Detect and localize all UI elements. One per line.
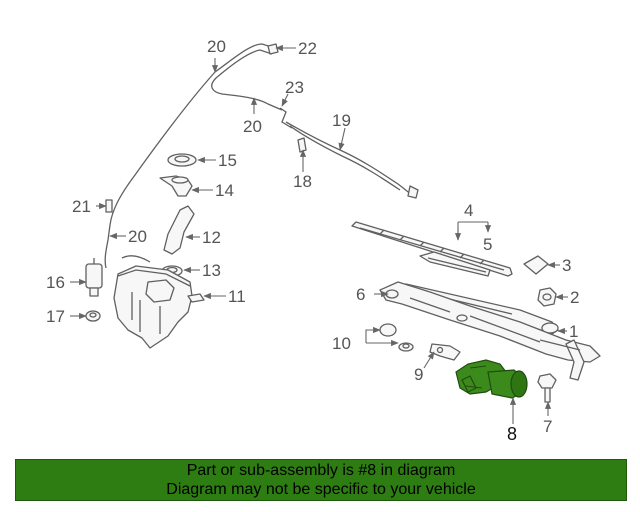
callout-2: 2 <box>570 288 579 307</box>
nozzle-18 <box>297 137 307 153</box>
filler-neck-12 <box>163 205 195 255</box>
washer-reservoir-11 <box>113 255 205 349</box>
callout-20-mid: 20 <box>243 117 262 136</box>
callout-10: 10 <box>332 334 351 353</box>
callout-6: 6 <box>356 285 365 304</box>
pivot-cap-3 <box>523 255 549 275</box>
washer-pump-16 <box>85 258 103 297</box>
callout-9: 9 <box>414 365 423 384</box>
callout-22: 22 <box>298 39 317 58</box>
gasket-15 <box>167 153 197 167</box>
pivot-nut-2 <box>537 287 557 307</box>
callout-17: 17 <box>46 307 65 326</box>
wiper-linkage-6 <box>379 281 601 381</box>
bushing-10 <box>379 323 414 352</box>
banner-line-2: Diagram may not be specific to your vehi… <box>166 481 476 498</box>
callout-19: 19 <box>332 111 351 130</box>
pump-seal-17 <box>85 310 101 322</box>
callout-15: 15 <box>218 151 237 170</box>
banner-line-1: Part or sub-assembly is #8 in diagram <box>186 462 456 479</box>
callout-20-top: 20 <box>207 37 226 56</box>
hose-joint-21 <box>105 199 113 213</box>
hose-connector-22 <box>267 43 279 55</box>
callout-13: 13 <box>202 261 221 280</box>
filler-cap-14 <box>159 175 193 197</box>
callout-20-low: 20 <box>128 227 147 246</box>
callout-5: 5 <box>483 235 492 254</box>
bracket-9 <box>429 343 461 361</box>
callout-16: 16 <box>46 273 65 292</box>
callout-7: 7 <box>543 417 552 436</box>
callout-3: 3 <box>562 256 571 275</box>
highlight-notice-banner: Part or sub-assembly is #8 in diagram Di… <box>15 459 627 501</box>
callout-18: 18 <box>293 172 312 191</box>
bolt-7 <box>537 373 557 403</box>
leader-lines <box>70 44 568 424</box>
washer-hose-19 <box>285 121 419 199</box>
callout-14: 14 <box>215 181 234 200</box>
wiper-motor-8 <box>455 359 528 399</box>
wiper-washer-parts-diagram: 20 22 23 20 19 18 15 14 21 20 12 13 16 1… <box>46 37 601 444</box>
callout-21: 21 <box>72 197 91 216</box>
callout-11: 11 <box>228 287 246 306</box>
callout-12: 12 <box>202 228 221 247</box>
callout-8: 8 <box>507 424 517 444</box>
callout-numbers: 20 22 23 20 19 18 15 14 21 20 12 13 16 1… <box>46 37 579 444</box>
callout-4: 4 <box>464 201 473 220</box>
callout-1: 1 <box>569 322 578 341</box>
wiper-blade-5 <box>351 221 513 277</box>
callout-23: 23 <box>285 78 304 97</box>
